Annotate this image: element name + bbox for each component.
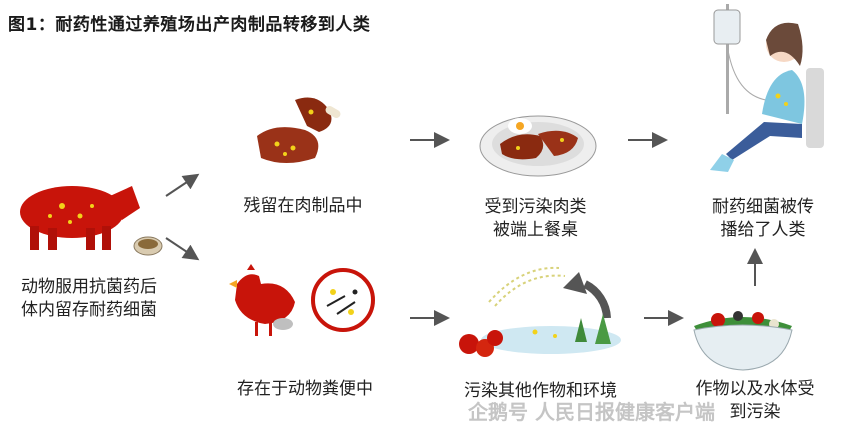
node-served-caption: 受到污染肉类 被端上餐桌: [484, 197, 587, 240]
node-residue-caption: 残留在肉制品中: [243, 196, 363, 216]
figure-title: 图1：耐药性通过养殖场出产肉制品转移到人类: [8, 15, 371, 35]
environment-illustration: [459, 266, 621, 357]
arrow-animal-to-residue: [165, 173, 200, 197]
salad-bowl-illustration: [693, 311, 793, 371]
chicken-illustration: [229, 264, 375, 336]
plate-illustration: [479, 115, 597, 177]
arrow-animal-to-feces: [165, 237, 200, 261]
meat-illustration: [257, 97, 341, 163]
node-human-caption: 耐药细菌被传 播给了人类: [712, 197, 814, 240]
watermark: 企鹅号 人民日报健康客户端: [468, 400, 715, 424]
node-animal-caption: 动物服用抗菌药后 体内留存耐药细菌: [21, 277, 157, 320]
node-feces-caption: 存在于动物粪便中: [237, 379, 373, 399]
node-crops-caption: 污染其他作物和环境: [464, 381, 617, 401]
pig-illustration: [20, 186, 163, 256]
patient-illustration: [710, 4, 824, 172]
node-water-caption: 作物以及水体受 到污染: [695, 379, 815, 422]
